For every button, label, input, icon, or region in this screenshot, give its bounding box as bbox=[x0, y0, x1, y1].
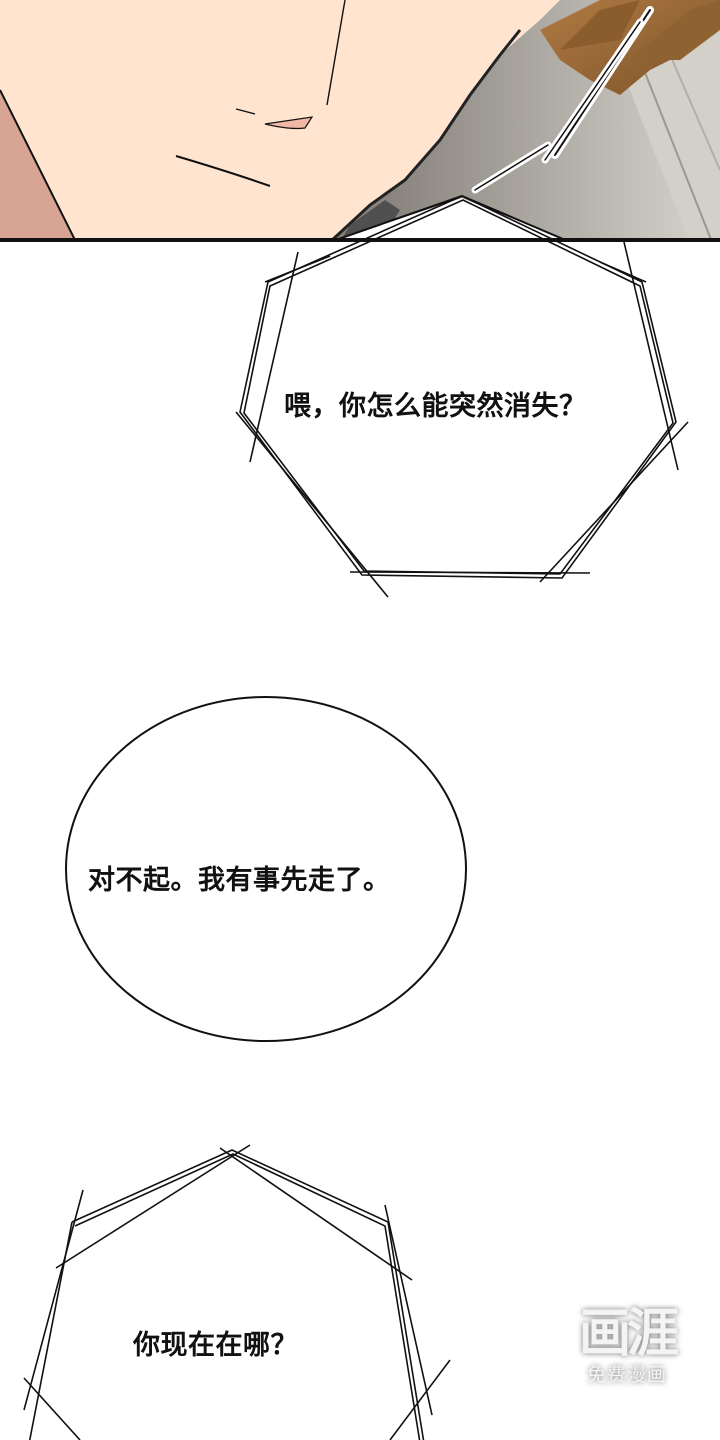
watermark-subtitle: 免费漫画 bbox=[586, 1364, 667, 1386]
comic-panel-face-closeup bbox=[0, 0, 720, 242]
bubble-3-outline bbox=[23, 1144, 451, 1440]
face-closeup-illustration bbox=[0, 0, 720, 242]
watermark-logo: 画涯 免费漫画 bbox=[566, 1305, 688, 1405]
speech-bubble-2-text: 对不起。我有事先走了。 bbox=[88, 865, 391, 896]
speech-bubble-3-text: 你现在在哪？ bbox=[133, 1330, 298, 1361]
speech-bubble-1-text: 喂，你怎么能突然消失？ bbox=[284, 391, 587, 422]
watermark-logo-text: 画涯 bbox=[578, 1304, 679, 1364]
